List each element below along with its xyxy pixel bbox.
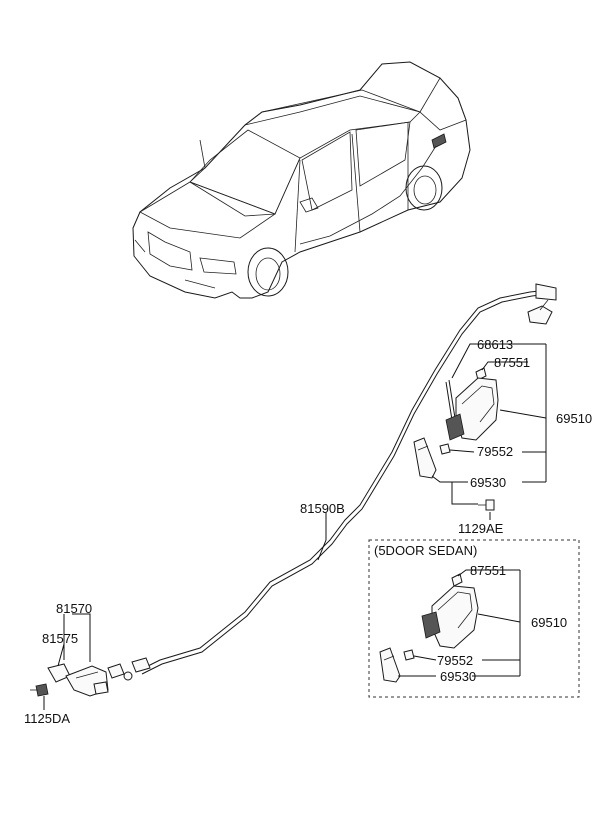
cable-81590b — [131, 283, 557, 675]
label-81590b: 81590B — [300, 501, 345, 516]
fuel-door-assembly-main — [413, 367, 499, 511]
label-81570: 81570 — [56, 601, 93, 616]
car-illustration — [132, 61, 471, 299]
label-79552-main: 79552 — [477, 444, 514, 459]
label-1125da: 1125DA — [24, 711, 71, 726]
label-79552-5door: 79552 — [437, 653, 474, 668]
label-81575: 81575 — [42, 631, 79, 646]
opener-latch-assembly — [30, 663, 133, 697]
label-69530-5door: 69530 — [440, 669, 477, 684]
label-68613: 68613 — [477, 337, 514, 352]
label-69510-5door: 69510 — [531, 615, 568, 630]
variant-title: (5DOOR SEDAN) — [374, 543, 478, 558]
label-87551-5door: 87551 — [470, 563, 507, 578]
label-69510-main: 69510 — [556, 411, 593, 426]
variant-box — [368, 539, 580, 698]
leader-lines-5door — [398, 569, 521, 677]
label-1129ae: 1129AE — [458, 521, 504, 536]
label-87551-main: 87551 — [494, 355, 531, 370]
fuel-door-assembly-5door — [379, 573, 479, 683]
label-69530-main: 69530 — [470, 475, 507, 490]
leader-lines-main — [43, 343, 547, 710]
